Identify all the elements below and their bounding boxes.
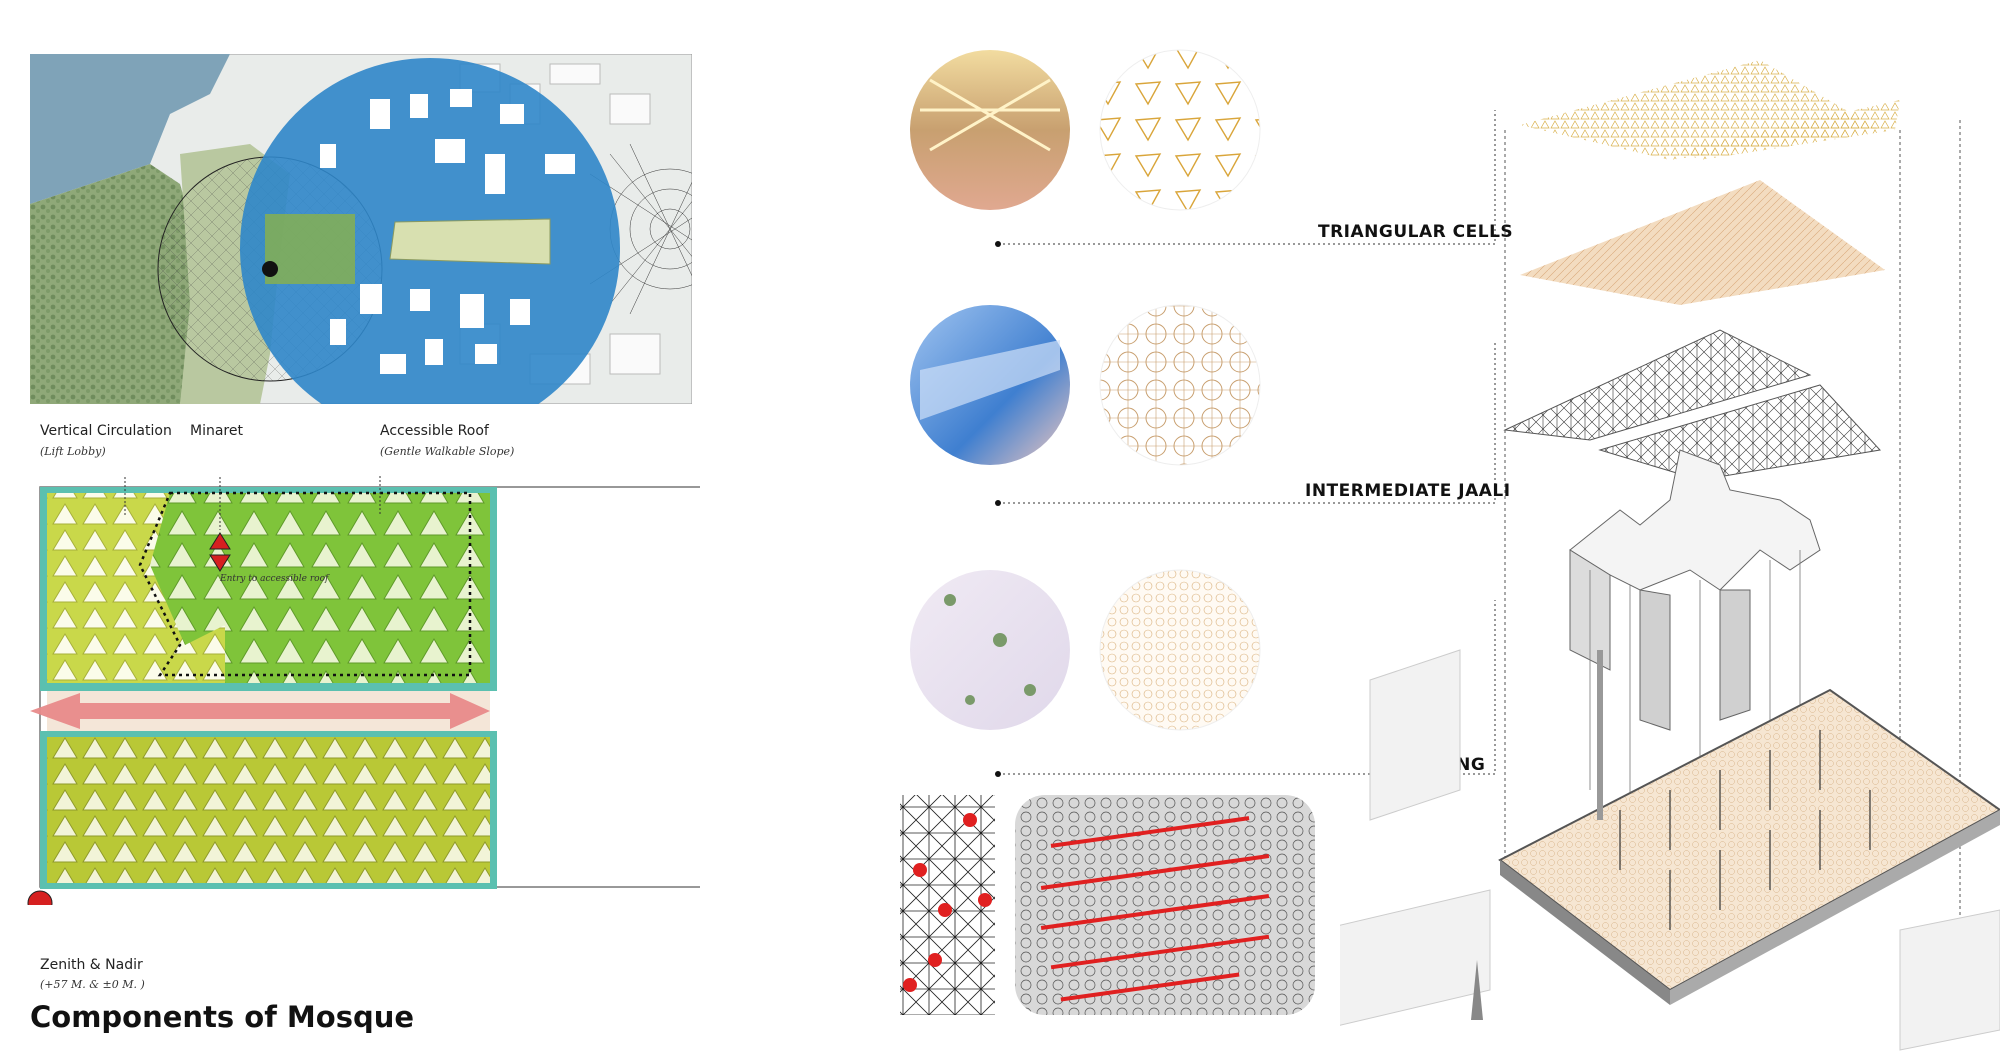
label-accessible-roof-sub: (Gentle Walkable Slope) (380, 445, 515, 458)
roof-plan-diagram (27, 475, 700, 905)
label-entry-note: Entry to accessible roof (220, 574, 329, 584)
label-vertical-circulation-sub: (Lift Lobby) (40, 445, 106, 458)
page-title: Components of Mosque (30, 1000, 415, 1034)
label-accessible-roof: Accessible Roof (380, 423, 489, 439)
material-circles (900, 49, 1496, 1015)
label-minaret: Minaret (190, 423, 243, 439)
label-vertical-circulation: Vertical Circulation (40, 423, 172, 439)
label-intermediate-jaali: INTERMEDIATE JAALI (1305, 481, 1511, 501)
site-plan-map (30, 54, 692, 404)
label-triangular-cells: TRIANGULAR CELLS (1318, 222, 1514, 242)
label-zenith-nadir: Zenith & Nadir (40, 957, 143, 973)
exploded-axonometric (1340, 60, 2000, 1051)
label-zenith-nadir-sub: (+57 M. & ±0 M. ) (40, 978, 145, 991)
